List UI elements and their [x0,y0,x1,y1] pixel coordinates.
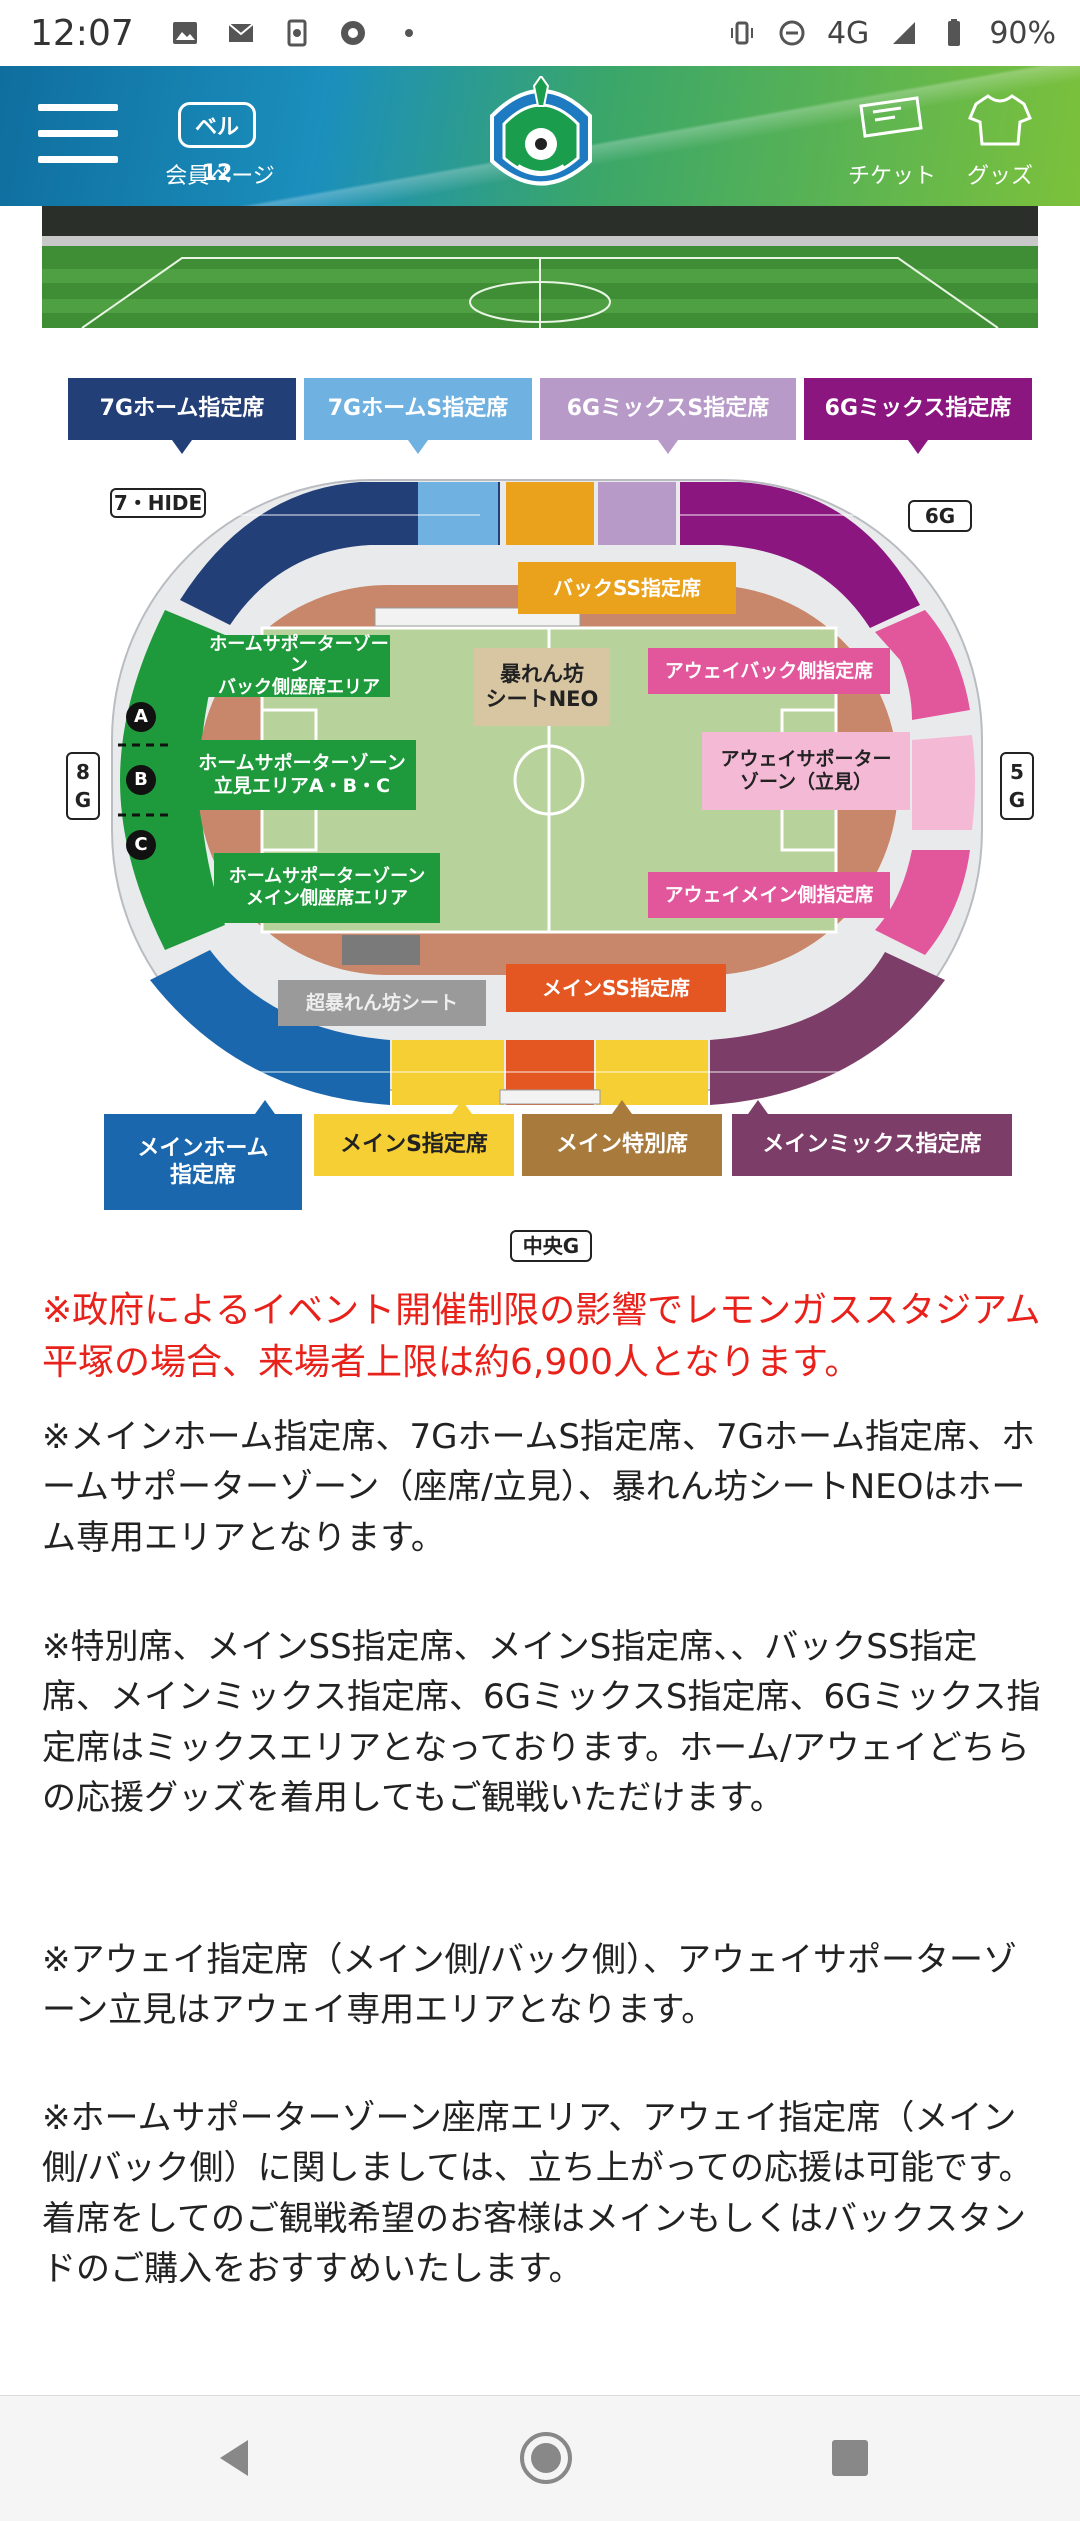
legend-6g-mix-s[interactable]: 6GミックスS指定席 [540,378,796,440]
zone-home-sup-main[interactable]: ホームサポーターゾーン メイン側座席エリア [214,853,440,923]
zone-main-ss[interactable]: メインSS指定席 [506,964,726,1012]
gate-8g: 8 G [66,752,100,820]
signal-icon [893,22,916,44]
network-type: 4G [826,15,870,51]
seat-map: 7Gホーム指定席 7GホームS指定席 6GミックスS指定席 6Gミックス指定席 [0,360,1080,1280]
chrome-icon [340,21,365,45]
android-nav-bar [0,2395,1080,2521]
standing-area-a[interactable]: A [126,702,156,732]
gate-center: 中央G [510,1230,592,1262]
zone-abarenbo-neo[interactable]: 暴れん坊 シートNEO [474,648,610,726]
gate-7-hide: 7・HIDE [110,488,206,518]
member-page-link[interactable]: 会員ページ [165,164,275,189]
legend-6g-mix[interactable]: 6Gミックス指定席 [804,378,1032,440]
back-icon[interactable] [204,2426,268,2490]
site-header: ベル12 会員ページ チケット グッズ [0,66,1080,206]
zone-back-ss[interactable]: バックSS指定席 [518,562,736,614]
system-icons: 4G 90% [727,0,1056,66]
vibrate-icon [730,21,753,45]
legend-main-home[interactable]: メインホーム 指定席 [104,1114,302,1210]
dot-icon [404,29,413,37]
note-standing-support: ※ホームサポーターゾーン座席エリア、アウェイ指定席（メイン側/バック側）に関しま… [42,2098,1033,2289]
zone-home-sup-back[interactable]: ホームサポーターゾーン バック側座席エリア [208,633,390,698]
zone-away-sup-stand[interactable]: アウェイサポーター ゾーン（立見） [702,732,910,810]
legend-7g-home[interactable]: 7Gホーム指定席 [68,378,296,440]
notification-icons [170,18,424,48]
status-time: 12:07 [30,12,134,54]
legend-main-s[interactable]: メインS指定席 [314,1114,514,1176]
ticket-icon[interactable] [855,94,927,144]
note-away-area: ※アウェイ指定席（メイン側/バック側）、アウェイサポーターゾーン立見はアウェイ専… [42,1940,1017,2031]
dnd-icon [779,20,805,46]
capacity-notice: ※政府によるイベント開催制限の影響でレモンガススタジアム平塚の場合、来場者上限は… [42,1290,1041,1384]
ticket-link[interactable]: チケット [847,164,936,189]
gate-5g: 5 G [1000,752,1034,820]
image-icon [172,22,197,44]
zone-away-back[interactable]: アウェイバック側指定席 [648,648,890,694]
zone-away-main[interactable]: アウェイメイン側指定席 [648,872,890,918]
bell12-badge-icon[interactable]: ベル12 [178,102,256,186]
clipboard-icon [287,19,307,47]
mail-icon [228,23,254,42]
battery-level: 90% [989,15,1056,51]
note-home-area: ※メインホーム指定席、7GホームS指定席、7Gホーム指定席、ホームサポーターゾー… [42,1417,1035,1558]
legend-main-mix[interactable]: メインミックス指定席 [732,1114,1012,1176]
legend-7g-home-s[interactable]: 7GホームS指定席 [304,378,532,440]
zone-super-abarenbo[interactable]: 超暴れん坊シート [278,980,486,1026]
status-bar: 12:07 4G 90% [0,0,1080,66]
standing-area-b[interactable]: B [126,765,156,795]
standing-area-c[interactable]: C [126,830,156,860]
goods-link[interactable]: グッズ [966,164,1033,189]
note-mix-area: ※特別席、メインSS指定席、メインS指定席、、バックSS指定席、メインミックス指… [42,1627,1041,1818]
zone-home-sup-stand[interactable]: ホームサポーターゾーン 立見エリアA・B・C [188,740,416,810]
battery-icon [948,19,961,46]
tshirt-icon[interactable] [968,92,1032,148]
legend-main-special[interactable]: メイン特別席 [522,1114,722,1176]
stadium-photo [42,206,1038,328]
club-emblem-logo[interactable] [482,76,600,201]
home-icon[interactable] [514,2426,578,2490]
hamburger-menu-icon[interactable] [38,104,118,164]
gate-6g: 6G [908,500,972,532]
recents-icon[interactable] [818,2426,882,2490]
